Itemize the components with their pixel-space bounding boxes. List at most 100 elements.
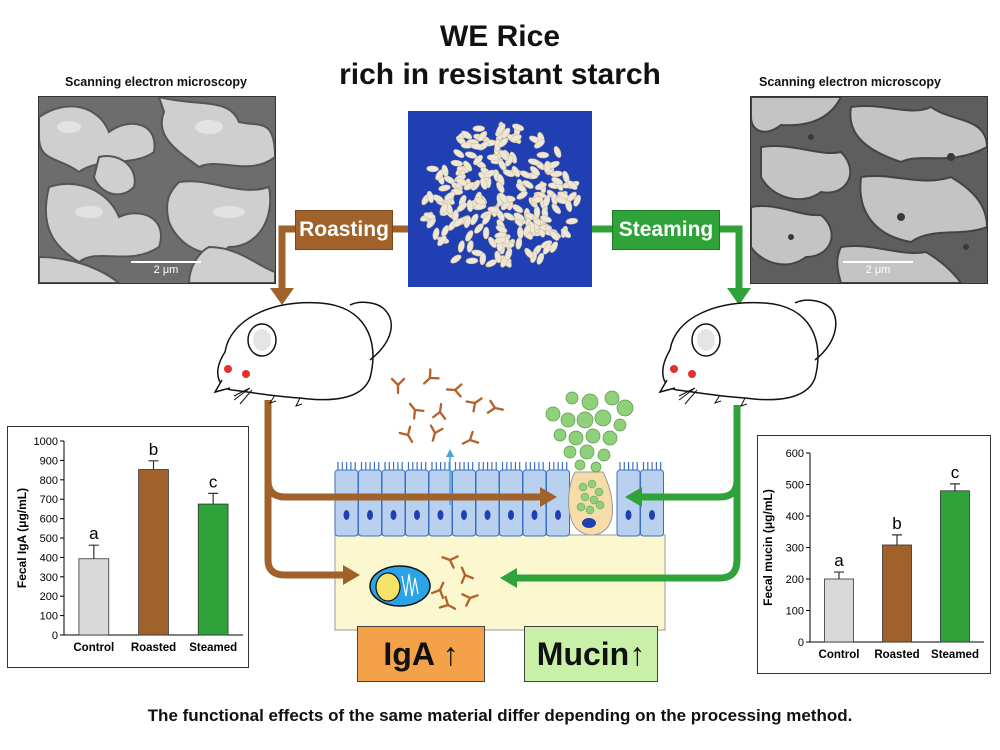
rice-grain [457, 240, 465, 253]
rice-grain [453, 149, 465, 159]
error-bar [834, 571, 844, 579]
epithelial-cell [475, 469, 500, 537]
iga-molecule [461, 430, 480, 445]
rice-grain [531, 196, 544, 204]
scale-bar-right: 2 μm [865, 264, 891, 276]
bar-roasted [882, 544, 912, 643]
y-tick-label: 400 [40, 552, 58, 564]
plasma-cell [369, 565, 431, 607]
rice-grain [553, 146, 562, 158]
rice-grain [494, 250, 502, 264]
iga-molecule [441, 555, 459, 569]
rice-grain [486, 154, 500, 161]
rice-grain [550, 170, 563, 178]
rice-grain [543, 194, 551, 208]
rice-grain [477, 131, 488, 142]
rice-grain [463, 215, 472, 229]
mouse-right-eye-1 [670, 365, 678, 373]
rice-grain [498, 192, 508, 204]
steaming-label: Steaming [612, 210, 720, 250]
rice-grain [542, 243, 552, 255]
rice-grain [513, 212, 525, 222]
rice-grain [502, 169, 515, 177]
epithelial-cell [428, 469, 453, 537]
y-tick-label: 200 [40, 591, 58, 603]
rice-grain [536, 252, 545, 265]
y-tick-label: 0 [52, 630, 58, 642]
rice-grain [498, 137, 509, 148]
scale-bar-left: 2 μm [153, 264, 179, 276]
y-tick-label: 300 [40, 572, 58, 584]
rice-grain [479, 252, 487, 266]
y-tick-label: 0 [798, 637, 804, 649]
bar-steamed [940, 490, 970, 643]
rice-grain [470, 143, 483, 150]
y-axis-label: Fecal IgA (μg/mL) [15, 488, 29, 588]
rice-grain [522, 180, 534, 189]
rice-grain [501, 127, 511, 139]
goblet-cell [568, 471, 614, 536]
rice-grain [465, 257, 479, 265]
bar-control [824, 578, 854, 643]
rice-grain [519, 170, 532, 179]
y-tick-label: 400 [786, 511, 804, 523]
rice-grain [493, 236, 507, 244]
rice-grain [534, 139, 545, 149]
iga-molecule [430, 581, 445, 600]
category-label: Roasted [874, 649, 919, 661]
rice-grain [516, 191, 528, 200]
rice-grain [512, 123, 525, 132]
rice-grain [438, 184, 451, 192]
mouse-left [213, 301, 392, 407]
rice-grain [523, 224, 532, 236]
iga-molecule [429, 424, 444, 442]
iga-molecule [390, 377, 406, 395]
rice-grain [567, 180, 578, 190]
roasting-label: Roasting [295, 210, 393, 250]
bar-steamed [197, 503, 229, 636]
sem-image-roasted: 2 μm [38, 96, 276, 284]
sem-image-steamed: 2 μm [750, 96, 988, 284]
significance-letter: b [892, 514, 901, 533]
iga-molecule [461, 593, 479, 607]
rice-grain [480, 177, 488, 190]
rice-grain [466, 240, 474, 253]
steaming-arrowhead [727, 288, 751, 305]
y-axis-label: Fecal mucin (μg/mL) [761, 489, 775, 606]
y-tick-label: 600 [40, 514, 58, 526]
iga-molecule [432, 402, 447, 420]
epithelial-cell [358, 469, 382, 537]
error-bar [88, 544, 99, 559]
rice-grain [560, 228, 572, 239]
rice-grain [496, 123, 506, 134]
iga-molecule [460, 566, 475, 585]
roasting-arrowhead [270, 288, 294, 305]
rice-grain [450, 159, 464, 167]
rice-grain [496, 181, 505, 194]
error-bar [208, 492, 219, 505]
rice-grain [437, 235, 447, 247]
significance-letter: b [149, 440, 158, 459]
iga-molecule [445, 383, 463, 398]
rice-grain [432, 227, 440, 240]
mucin-effect-box: Mucin↑ [524, 626, 658, 682]
significance-letter: a [89, 524, 99, 543]
rice-grain [441, 164, 449, 177]
rice-grain [496, 209, 505, 222]
category-label: Steamed [931, 649, 979, 661]
rice-grain [504, 248, 513, 261]
rice-grain [423, 212, 436, 220]
rice-grain [444, 191, 456, 201]
rice-grain [524, 247, 534, 259]
epithelial-cell [405, 469, 429, 537]
rice-grain [529, 166, 541, 176]
rice-grain [503, 212, 515, 221]
iga-molecule [438, 595, 457, 610]
iga-molecule [408, 402, 425, 420]
category-label: Roasted [131, 642, 176, 654]
mouse-right-eye-2 [688, 370, 696, 378]
epithelial-cell [640, 469, 664, 537]
bar-roasted [138, 469, 169, 636]
